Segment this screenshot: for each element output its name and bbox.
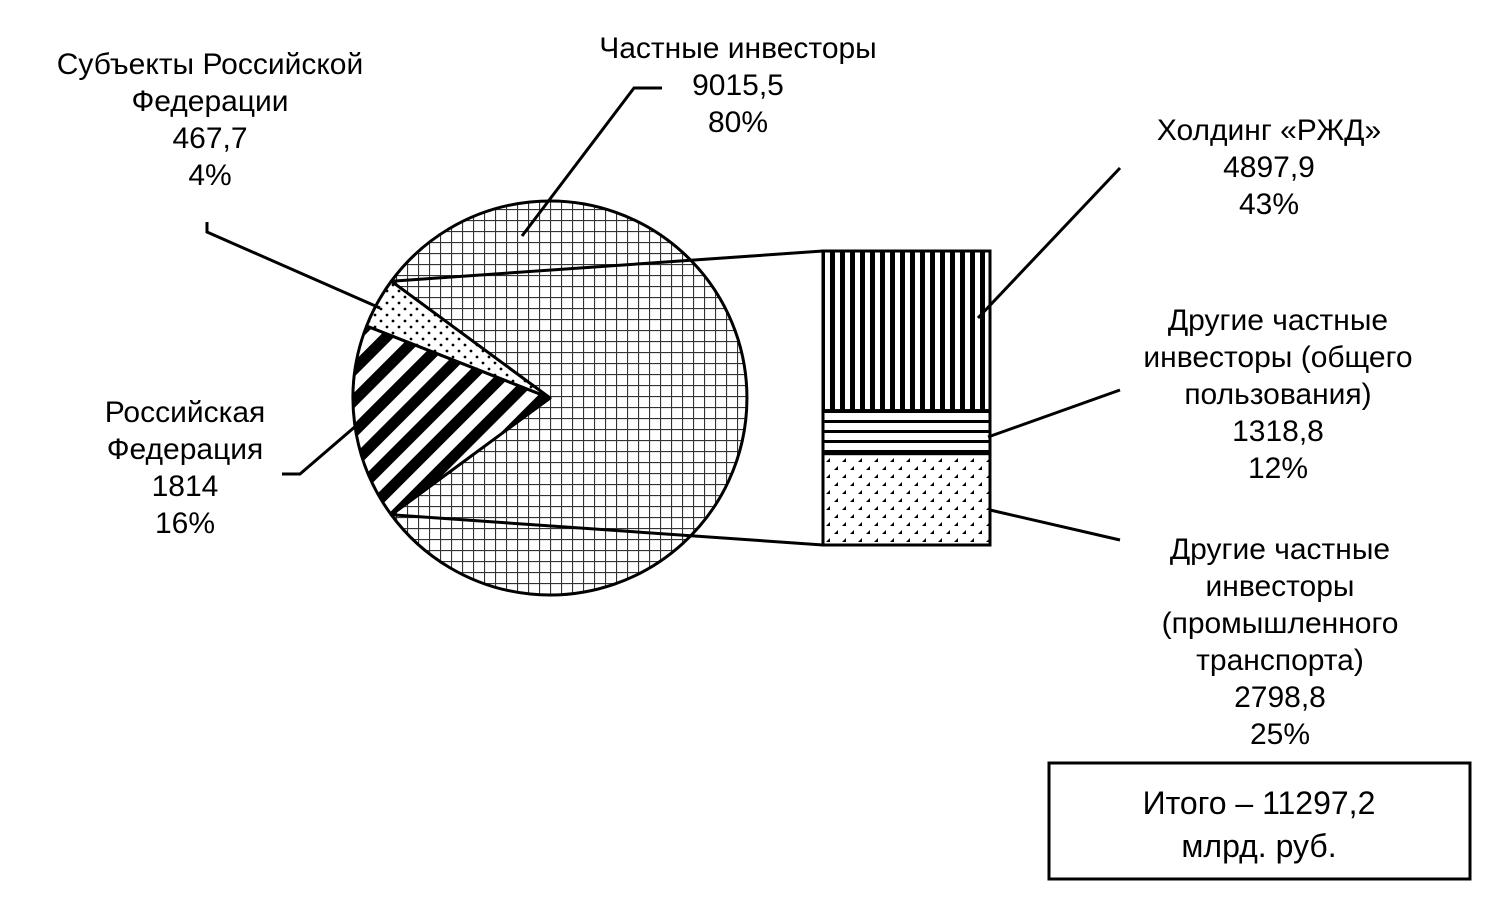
bar-label-1-line-3: 1318,8 <box>1232 415 1324 448</box>
pie-label-0-line-1: 9015,5 <box>692 69 784 102</box>
leader-pie-2 <box>205 222 381 310</box>
pie-label-1-line-2: 1814 <box>152 470 219 503</box>
total-line-1: Итого – 11297,2 <box>1143 785 1376 821</box>
pie-label-2-line-2: 467,7 <box>172 122 247 155</box>
pie-label-1-line-0: Российская <box>105 396 266 429</box>
bar-segment-2 <box>821 452 992 547</box>
pie-slice-1 <box>351 324 552 517</box>
bar-label-2-line-1: инвесторы <box>1206 570 1355 603</box>
data-labels: Частные инвесторы9015,580%РоссийскаяФеде… <box>57 32 1413 751</box>
bar-segment-0 <box>821 249 992 413</box>
pie-label-2-line-3: 4% <box>188 159 231 192</box>
pie-label-0-line-2: 80% <box>708 106 768 139</box>
stacked-bar <box>821 249 992 547</box>
pie-label-0-line-0: Частные инвесторы <box>599 32 877 65</box>
leader-bar-2 <box>989 508 1121 542</box>
pie-label-1-line-1: Федерация <box>107 433 264 466</box>
pie-slice-0 <box>389 199 749 597</box>
bar-label-2-line-0: Другие частные <box>1170 533 1390 566</box>
connector-top <box>391 249 824 283</box>
bar-label-1-line-2: пользования) <box>1184 378 1371 411</box>
connector-lines <box>391 249 824 547</box>
bar-label-2-line-4: 2798,8 <box>1234 681 1326 714</box>
bar-label-2-line-3: транспорта) <box>1196 644 1364 677</box>
bar-label-2-line-5: 25% <box>1250 718 1310 751</box>
leader-bar-0 <box>976 166 1122 320</box>
leader-pie-1 <box>282 386 401 476</box>
bar-label-1-line-4: 12% <box>1248 452 1308 485</box>
pie-slice-2 <box>365 279 552 400</box>
pie <box>351 199 749 597</box>
bar-label-0-line-0: Холдинг «РЖД» <box>1157 114 1381 147</box>
leader-bar-1 <box>987 388 1121 439</box>
bar-segment-1 <box>821 409 992 456</box>
leader-lines <box>205 86 1122 542</box>
pie-label-2-line-0: Субъекты Российской <box>57 48 364 81</box>
leader-pie-0 <box>520 86 662 237</box>
pie-label-2-line-1: Федерации <box>131 85 288 118</box>
bar-label-0-line-2: 43% <box>1239 188 1299 221</box>
bar-label-1-line-1: инвесторы (общего <box>1143 341 1412 374</box>
pie-label-1-line-3: 16% <box>155 507 215 540</box>
bar-label-0-line-1: 4897,9 <box>1223 151 1315 184</box>
bar-label-2-line-2: (промышленного <box>1162 607 1399 640</box>
total-box: Итого – 11297,2 млрд. руб. <box>1047 761 1472 881</box>
total-line-2: млрд. руб. <box>1181 828 1336 864</box>
bar-label-1-line-0: Другие частные <box>1168 304 1388 337</box>
connector-bottom <box>391 513 824 547</box>
